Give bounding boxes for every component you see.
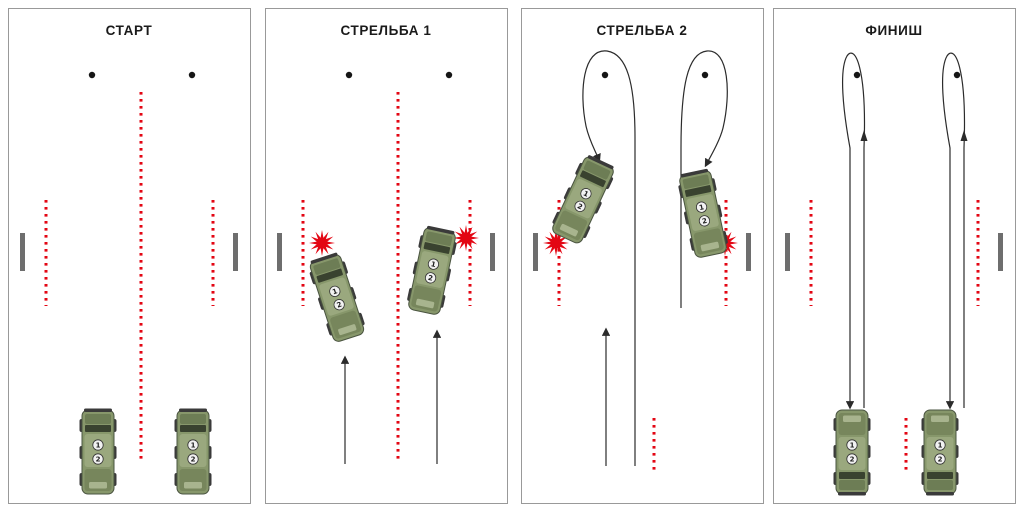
vehicle-number-badge: 1	[430, 260, 437, 269]
barrier-left	[533, 233, 538, 271]
vehicle-number-badge: 1	[96, 442, 101, 450]
panel-finish: ФИНИШ 1 2 1 2	[773, 8, 1016, 504]
panel-shooting-1: СТРЕЛЬБА 1 1 2 1 2	[265, 8, 508, 504]
route-arrowhead-up-right	[960, 130, 968, 141]
panel-title: СТРЕЛЬБА 1	[340, 23, 431, 38]
route-loop-right	[680, 50, 728, 308]
vehicle-1: 1 2	[547, 152, 619, 247]
route-loop-right	[941, 52, 966, 410]
vehicle-icon	[921, 409, 959, 496]
vehicle-number-badge: 1	[191, 442, 196, 450]
target-post-right-icon	[701, 71, 709, 79]
barrier-right	[746, 233, 751, 271]
target-post-left-icon	[601, 71, 609, 79]
barrier-right	[998, 233, 1003, 271]
target-post-left-icon	[345, 71, 353, 79]
vehicle-number-badge: 2	[938, 456, 943, 464]
panel-start: СТАРТ 1 2 1 2	[8, 8, 251, 504]
vehicle-number-badge: 2	[96, 456, 101, 464]
target-post-left-icon	[853, 71, 861, 79]
vehicle-number-badge: 1	[850, 442, 855, 450]
vehicle-2: 1 2	[675, 167, 731, 260]
vehicle-number-badge: 2	[850, 456, 855, 464]
vehicle-1: 1 2	[305, 250, 369, 345]
target-post-right-icon	[445, 71, 453, 79]
vehicle-2: 1 2	[174, 408, 212, 495]
vehicle-icon	[833, 409, 871, 496]
route-loop-left	[582, 50, 636, 466]
barrier-left	[277, 233, 282, 271]
target-post-right-icon	[188, 71, 196, 79]
panel-title: СТАРТ	[106, 23, 153, 38]
vehicle-2: 1 2	[921, 409, 959, 496]
vehicle-number-badge: 2	[576, 202, 584, 211]
route-arrowhead-up-left	[860, 130, 868, 141]
barrier-right	[233, 233, 238, 271]
panel-title: ФИНИШ	[865, 23, 922, 38]
vehicle-1: 1 2	[79, 408, 117, 495]
vehicle-1: 1 2	[833, 409, 871, 496]
barrier-left	[785, 233, 790, 271]
route-loop-left	[841, 52, 866, 410]
vehicle-number-badge: 1	[938, 442, 943, 450]
vehicle-number-badge: 1	[582, 189, 590, 198]
vehicle-number-badge: 1	[331, 287, 338, 296]
panel-frame	[521, 8, 764, 504]
vehicle-number-badge: 2	[191, 456, 196, 464]
panel-shooting-2: СТРЕЛЬБА 2 1 2 1 2	[521, 8, 764, 504]
barrier-right	[490, 233, 495, 271]
vehicle-icon	[174, 408, 212, 495]
target-post-right-icon	[953, 71, 961, 79]
vehicle-2: 1 2	[404, 224, 460, 317]
panel-frame	[265, 8, 508, 504]
vehicle-icon	[79, 408, 117, 495]
target-post-left-icon	[88, 71, 96, 79]
vehicle-number-badge: 2	[336, 301, 343, 310]
vehicle-number-badge: 2	[701, 217, 708, 226]
vehicle-number-badge: 1	[698, 203, 705, 212]
vehicle-number-badge: 2	[427, 274, 434, 283]
panel-frame	[773, 8, 1016, 504]
barrier-left	[20, 233, 25, 271]
panel-title: СТРЕЛЬБА 2	[596, 23, 687, 38]
